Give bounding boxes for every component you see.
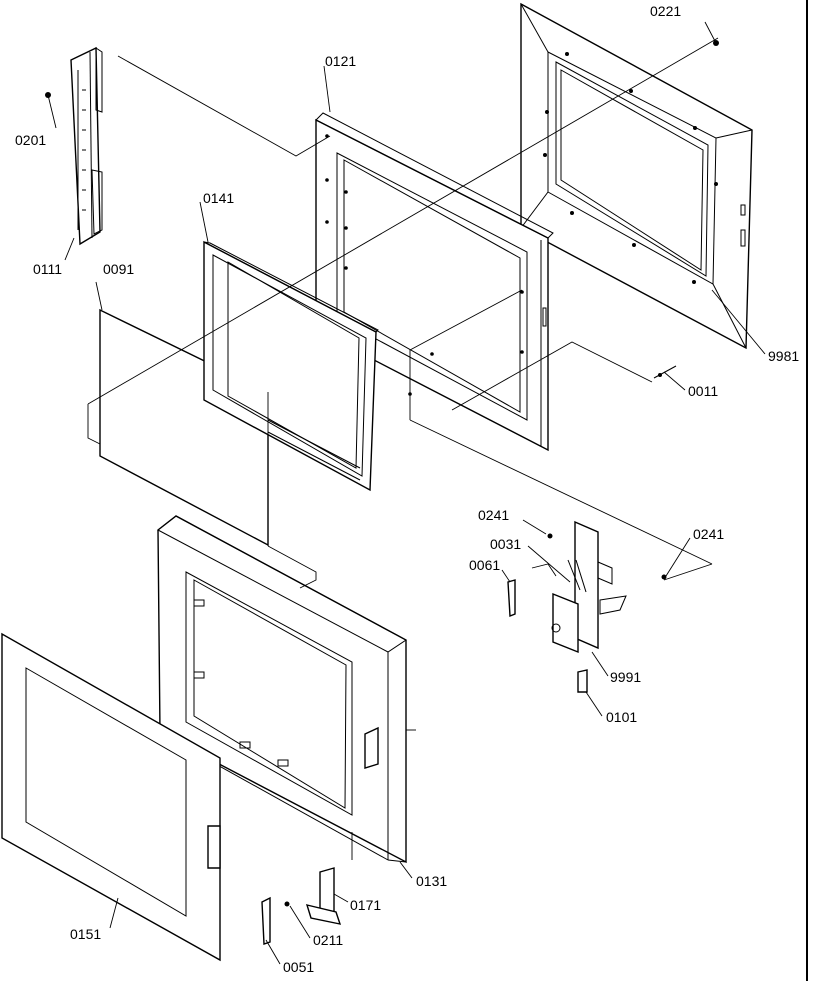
- label-0131: 0131: [416, 873, 447, 889]
- label-9991: 9991: [610, 669, 641, 685]
- label-0051: 0051: [283, 959, 314, 975]
- label-0151: 0151: [70, 926, 101, 942]
- label-0241-left: 0241: [478, 507, 509, 523]
- label-0061: 0061: [469, 557, 500, 573]
- label-0121: 0121: [325, 53, 356, 69]
- door-body-0131: [157, 515, 407, 864]
- inner-frame-0141: [203, 240, 379, 492]
- outer-door-panel-9981: [520, 2, 753, 350]
- bottom-latch-parts: [261, 867, 342, 945]
- label-0211: 0211: [313, 932, 343, 948]
- latch-assembly-9991: [507, 520, 667, 693]
- label-0111: 0111: [33, 261, 62, 277]
- screw-0011: [653, 365, 677, 379]
- label-0171: 0171: [350, 897, 381, 913]
- door-frame-0121: [315, 112, 554, 452]
- part-labels: 0221 0121 0201 0141 0111 0091 9981 0011 …: [15, 3, 799, 975]
- label-0141: 0141: [203, 190, 234, 206]
- label-0091: 0091: [103, 261, 134, 277]
- assembly-guide-lines: [87, 37, 719, 860]
- outer-glass-0151: [1, 632, 221, 962]
- label-0201: 0201: [15, 132, 46, 148]
- label-0011: 0011: [688, 383, 718, 399]
- label-0101: 0101: [606, 709, 637, 725]
- label-leaders: [47, 21, 766, 965]
- label-0221: 0221: [650, 3, 681, 19]
- hinge-0111: [45, 46, 103, 246]
- label-0241-right: 0241: [693, 526, 724, 542]
- label-9981: 9981: [768, 348, 799, 364]
- label-0031: 0031: [490, 536, 521, 552]
